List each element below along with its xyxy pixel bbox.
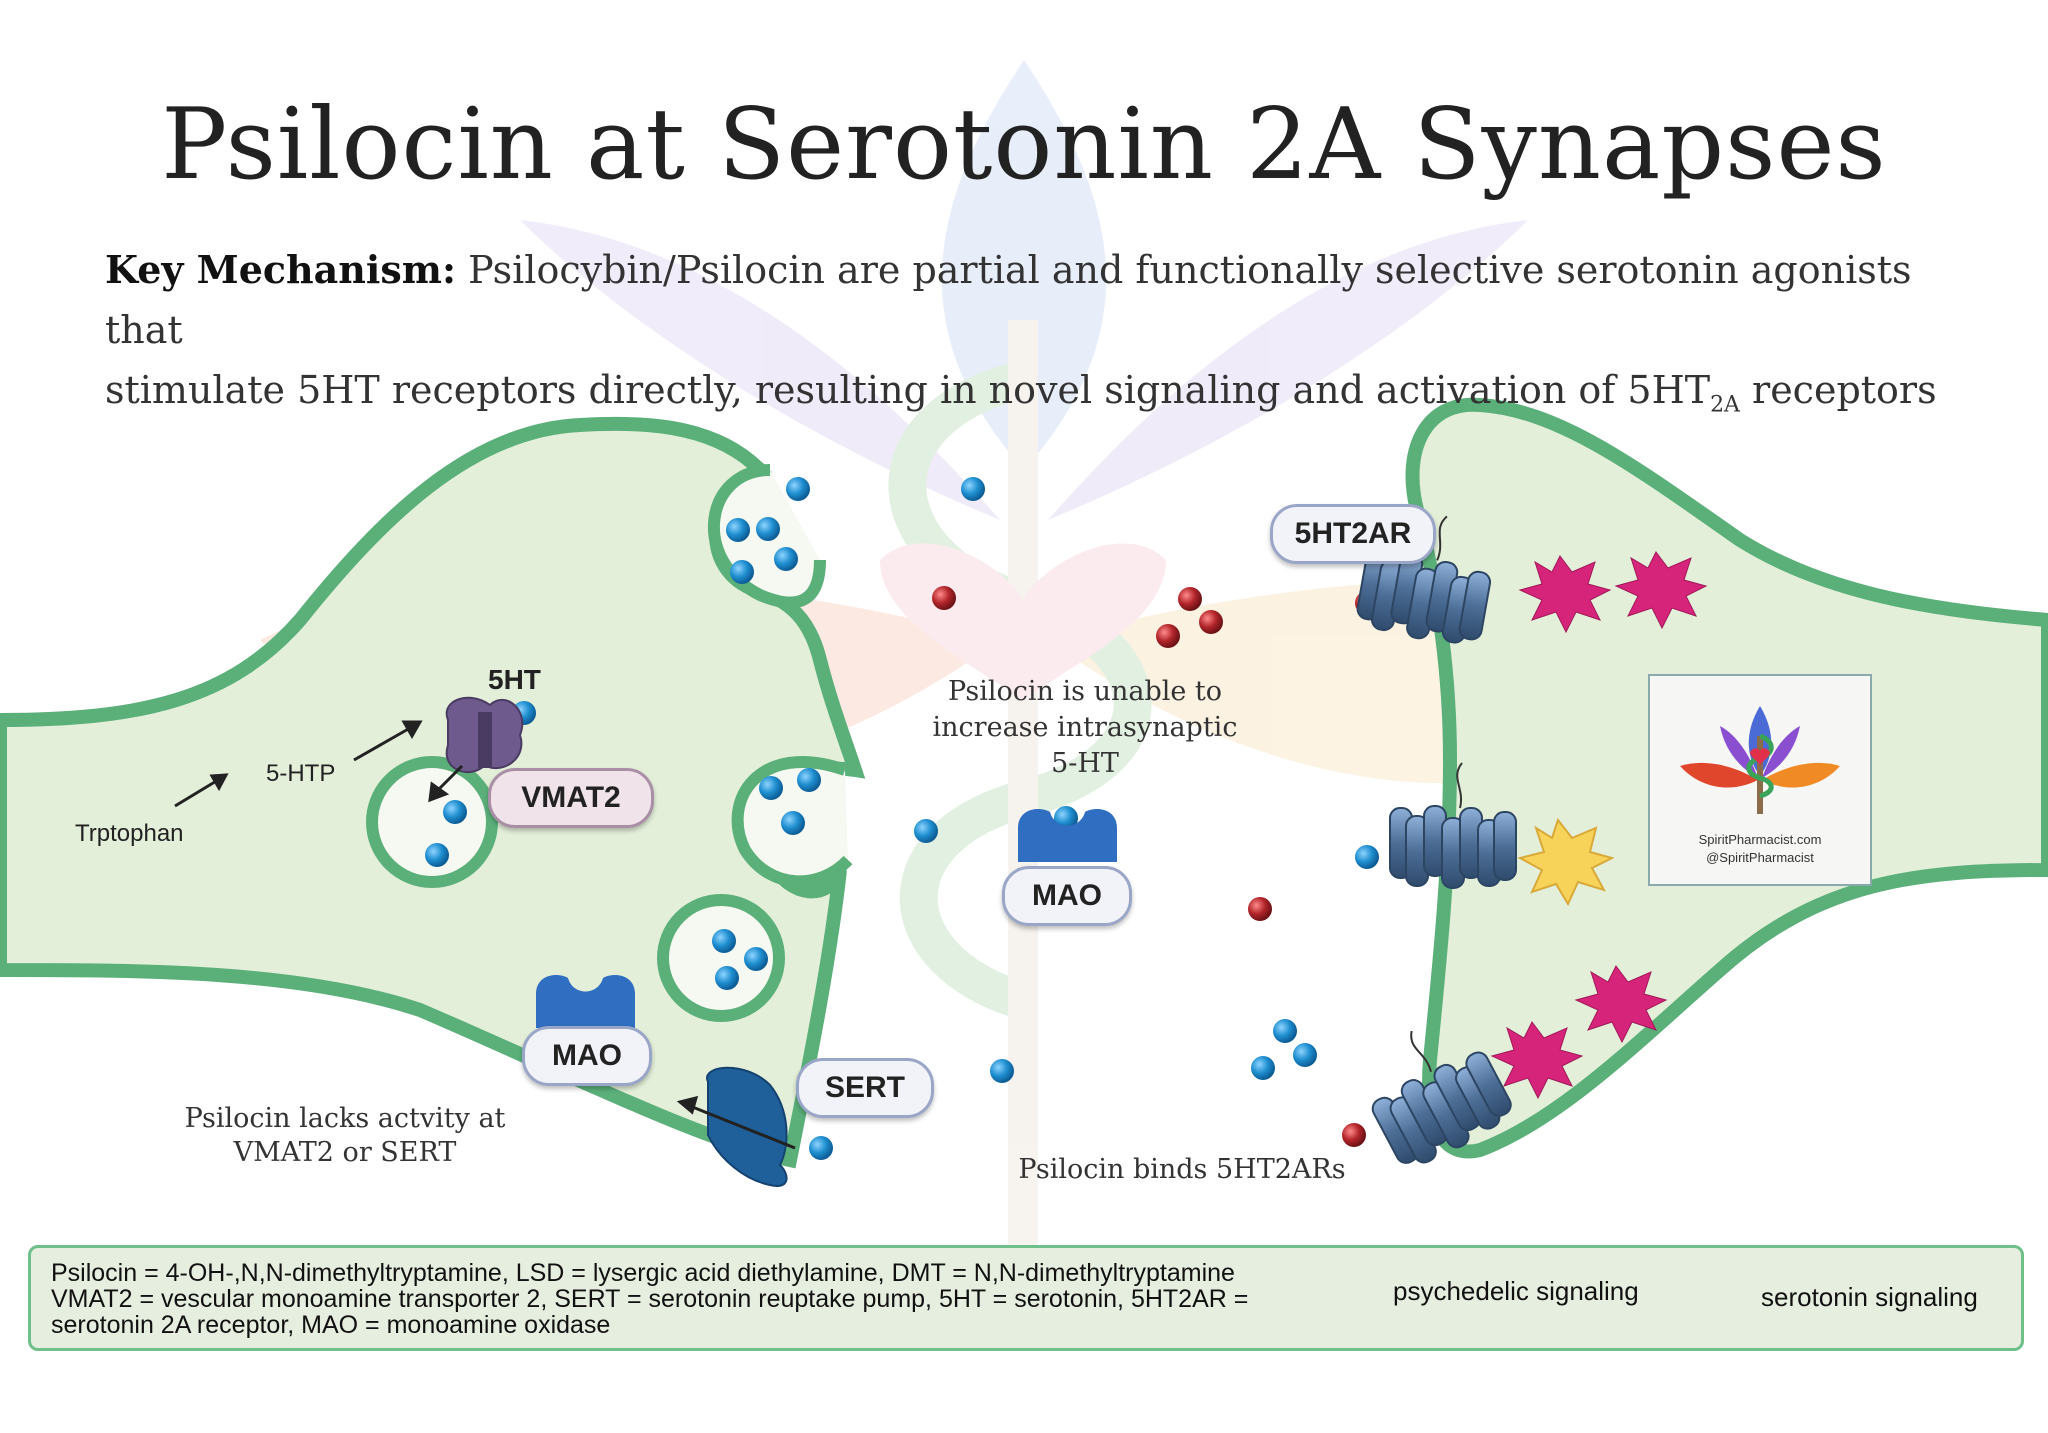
- serotonin-molecule-icon: [712, 929, 736, 953]
- key-mechanism-line2: stimulate 5HT receptors directly, result…: [105, 368, 1711, 412]
- key-mechanism-line1: Psilocybin/Psilocin are partial and func…: [105, 248, 1912, 352]
- abbreviations: Psilocin = 4-OH-,N,N-dimethyltryptamine,…: [51, 1260, 1311, 1338]
- serotonin-molecule-icon: [797, 768, 821, 792]
- serotonin-molecule-icon: [961, 477, 985, 501]
- serotonin-molecule-icon: [809, 1136, 833, 1160]
- psilocin-molecule-icon: [1199, 610, 1223, 634]
- serotonin-molecule-icon: [781, 811, 805, 835]
- legend-box: Psilocin = 4-OH-,N,N-dimethyltryptamine,…: [28, 1245, 2024, 1351]
- 5ht2ar-label: 5HT2AR: [1270, 504, 1436, 564]
- serotonin-molecule-icon: [425, 843, 449, 867]
- pathway-arrows: [174, 720, 796, 1150]
- serotonin-molecules: [425, 477, 1379, 1160]
- legend-serotonin-label: serotonin signaling: [1761, 1282, 1978, 1312]
- unable-line3: 5-HT: [1051, 748, 1119, 779]
- psilocin-molecule-icon: [932, 586, 956, 610]
- serotonin-molecule-icon: [990, 1059, 1014, 1083]
- key-mechanism-text: Key Mechanism: Psilocybin/Psilocin are p…: [105, 240, 1985, 436]
- psychedelic-burst-icon: [1490, 1021, 1584, 1100]
- serotonin-molecule-icon: [443, 800, 467, 824]
- serotonin-molecule-icon: [774, 547, 798, 571]
- psilocin-molecule-icon: [1178, 587, 1202, 611]
- sert-transporter-icon: [706, 1066, 788, 1187]
- page-title: Psilocin at Serotonin 2A Synapses: [161, 88, 1887, 202]
- serotonin-molecule-icon: [726, 518, 750, 542]
- serotonin-molecule-icon: [715, 966, 739, 990]
- key-mechanism-line2-end: receptors: [1739, 368, 1937, 412]
- serotonin-molecule-icon: [759, 776, 783, 800]
- mao-label-presynaptic: MAO: [522, 1026, 652, 1086]
- abbreviations-line3: serotonin 2A receptor, MAO = monoamine o…: [51, 1311, 611, 1339]
- lotus-caduceus-logo-icon: [1680, 706, 1840, 814]
- logo-line1: SpiritPharmacist.com: [1698, 832, 1822, 847]
- unable-line2: increase intrasynaptic: [932, 712, 1238, 743]
- mao-enzyme-icon: [1018, 809, 1117, 862]
- serotonin-molecule-icon: [786, 477, 810, 501]
- key-mechanism-subscript: 2A: [1710, 392, 1740, 418]
- key-mechanism-label: Key Mechanism:: [105, 247, 456, 292]
- psilocin-molecule-icon: [1156, 624, 1180, 648]
- mao-enzyme-icon: [536, 975, 635, 1028]
- lacks-activity-note: Psilocin lacks actvity at VMAT2 or SERT: [170, 1102, 520, 1170]
- serotonin-molecule-icon: [914, 819, 938, 843]
- 5ht-label: 5HT: [488, 664, 541, 695]
- serotonin-molecule-icon: [730, 560, 754, 584]
- lacks-activity-line2: VMAT2 or SERT: [233, 1137, 457, 1168]
- legend-psychedelic-label: psychedelic signaling: [1393, 1276, 1639, 1306]
- sert-label: SERT: [796, 1058, 934, 1118]
- psychedelic-burst-icon: [1574, 965, 1668, 1044]
- serotonin-molecule-icon: [756, 517, 780, 541]
- lacks-activity-line1: Psilocin lacks actvity at: [184, 1103, 506, 1134]
- binds-note: Psilocin binds 5HT2ARs: [1018, 1154, 1346, 1185]
- logo-line2: @SpiritPharmacist: [1706, 850, 1814, 865]
- serotonin-molecule-icon: [744, 947, 768, 971]
- psychedelic-burst-icon: [1614, 551, 1708, 630]
- 5-htp-label: 5-HTP: [266, 760, 336, 787]
- vesicle: [366, 756, 498, 888]
- psilocin-molecule-icon: [1248, 897, 1272, 921]
- mao-label-synapse: MAO: [1002, 866, 1132, 926]
- vesicle: [657, 894, 785, 1022]
- serotonin-molecule-icon: [1251, 1056, 1275, 1080]
- unable-to-increase-note: Psilocin is unable to increase intrasyna…: [930, 674, 1240, 782]
- serotonin-molecule-icon: [1355, 845, 1379, 869]
- psychedelic-burst-icon: [1518, 555, 1612, 634]
- serotonin-molecule-icon: [1293, 1043, 1317, 1067]
- unable-line1: Psilocin is unable to: [947, 676, 1223, 707]
- abbreviations-line2: VMAT2 = vescular monoamine transporter 2…: [51, 1285, 1249, 1313]
- serotonin-burst-icon: [1517, 817, 1615, 907]
- psilocin-molecule-icon: [1342, 1123, 1366, 1147]
- trptophan-label: Trptophan: [75, 820, 184, 847]
- serotonin-molecule-icon: [1273, 1019, 1297, 1043]
- vmat2-label: VMAT2: [488, 768, 654, 828]
- abbreviations-line1: Psilocin = 4-OH-,N,N-dimethyltryptamine,…: [51, 1259, 1235, 1287]
- vmat2-transporter-icon: [445, 696, 524, 774]
- spirit-pharmacist-logo: SpiritPharmacist.com @SpiritPharmacist: [1648, 674, 1872, 886]
